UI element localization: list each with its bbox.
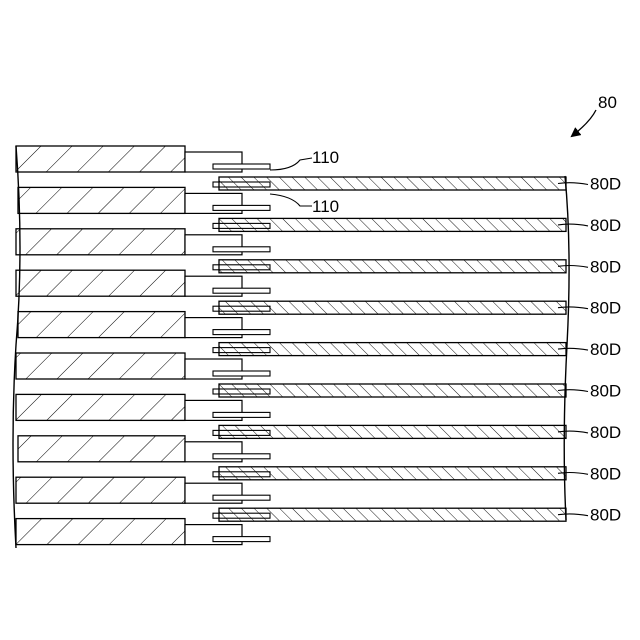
left-block <box>16 229 185 255</box>
layer-label: 80D <box>590 216 621 235</box>
left-block <box>18 312 185 338</box>
layer-label: 80D <box>590 506 621 525</box>
layer-plate <box>219 508 566 521</box>
layer-plate <box>219 218 566 231</box>
left-block <box>18 187 185 213</box>
layer-label: 80D <box>590 382 621 401</box>
layer-labels: 80D 80D 80D 80D 80D 80D 80D 80D 80D <box>558 175 621 525</box>
connector-tab <box>213 495 270 500</box>
assembly-arrow <box>572 110 596 136</box>
left-block <box>16 477 185 503</box>
connector-leader <box>270 158 312 170</box>
left-block <box>16 353 185 379</box>
connector-label-1: 110 <box>312 148 339 167</box>
connector-tab <box>213 164 270 169</box>
left-block <box>16 519 185 545</box>
layer-label: 80D <box>590 299 621 318</box>
assembly-label: 80 <box>598 93 617 112</box>
layer-plate <box>219 301 566 314</box>
layer-plate <box>219 467 566 480</box>
left-block <box>16 270 185 296</box>
layer-label: 80D <box>590 423 621 442</box>
left-block <box>16 146 185 172</box>
layer-label: 80D <box>590 257 621 276</box>
layer-plate <box>219 260 566 273</box>
connector-tab <box>213 412 270 417</box>
connector-tab <box>213 371 270 376</box>
layer-plate <box>219 177 566 190</box>
layer-plate <box>219 384 566 397</box>
layer-label: 80D <box>590 175 621 194</box>
layer-plate <box>219 425 566 438</box>
connector-tab <box>213 454 270 459</box>
layer-label: 80D <box>590 340 621 359</box>
connector-tab <box>213 247 270 252</box>
left-block <box>16 394 185 420</box>
right-layer-plates <box>219 177 566 521</box>
connector-label-2: 110 <box>312 197 339 216</box>
connector-leader <box>270 194 312 206</box>
connector-tab <box>213 288 270 293</box>
connector-tab <box>213 205 270 210</box>
connector-tab <box>213 537 270 542</box>
left-electrode-blocks <box>16 146 242 545</box>
connector-tab <box>213 330 270 335</box>
layer-label: 80D <box>590 464 621 483</box>
left-block <box>18 436 185 462</box>
layer-plate <box>219 343 566 356</box>
